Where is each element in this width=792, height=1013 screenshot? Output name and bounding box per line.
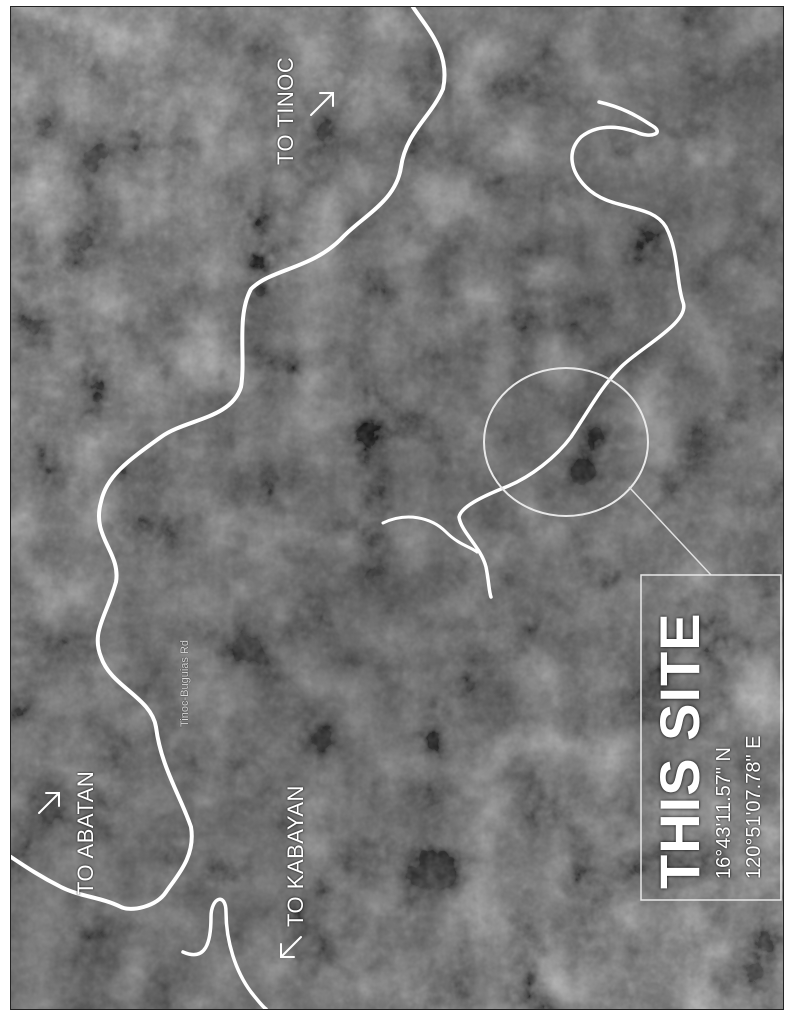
- site-road: [457, 100, 686, 599]
- to-abatan-label: TO ABATAN: [73, 770, 98, 895]
- site-circle: [483, 367, 649, 517]
- to-kabayan-label: TO KABAYAN: [283, 785, 308, 927]
- abatan-arrow-icon: [38, 792, 60, 814]
- site-longitude: 120°51'07.78" E: [743, 735, 765, 879]
- tinoc-arrow-icon: [310, 92, 334, 116]
- aerial-map: TO TINOC TO ABATAN TO KABAYAN Tinoc-Bugu…: [10, 6, 784, 1010]
- road-name-label: Tinoc-Buguias Rd: [179, 639, 191, 727]
- to-tinoc-label: TO TINOC: [273, 56, 298, 165]
- spur-road: [381, 515, 479, 554]
- site-info-box: [640, 574, 782, 901]
- main-road: [11, 7, 447, 911]
- satellite-imagery: [11, 7, 783, 1009]
- site-title: THIS SITE: [648, 612, 711, 889]
- terrain-shade: [11, 7, 783, 1009]
- site-leader-line: [628, 486, 712, 576]
- kabayan-arrow-icon: [280, 936, 302, 958]
- site-latitude: 16°43'11.57" N: [713, 747, 735, 879]
- branch-road-south: [181, 897, 268, 1009]
